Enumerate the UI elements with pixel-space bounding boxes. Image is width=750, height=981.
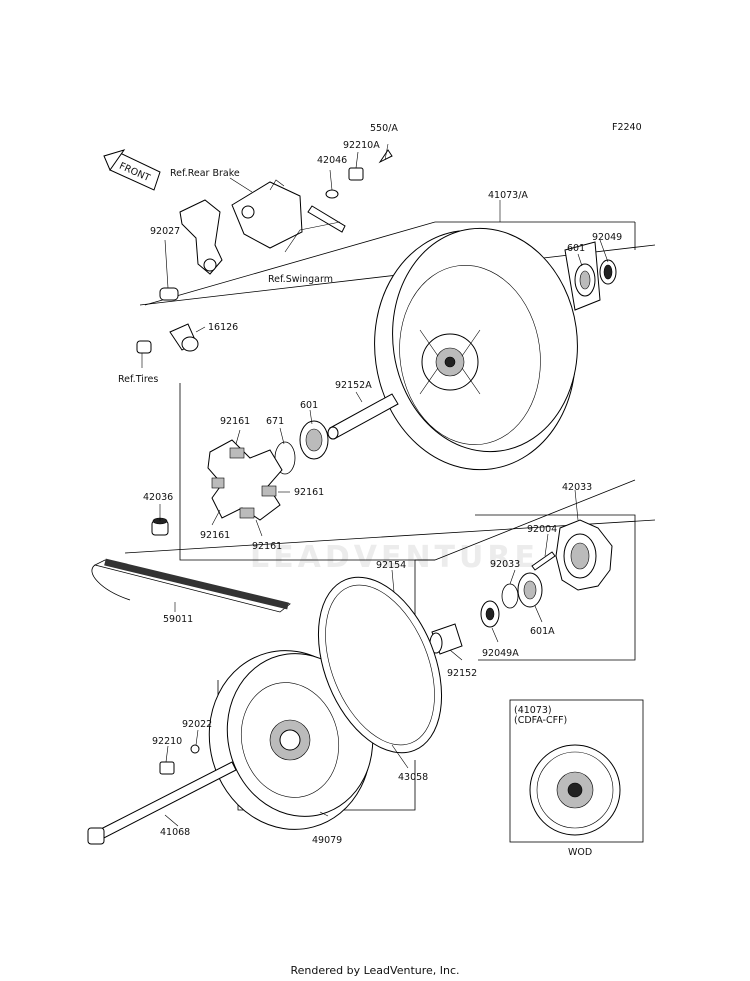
- label-ref-tires: Ref.Tires: [118, 374, 158, 385]
- rear-brake-bracket: [179, 179, 303, 275]
- label-601-mid: 601: [300, 400, 318, 411]
- label-92210: 92210: [152, 736, 182, 747]
- label-92027: 92027: [150, 226, 180, 237]
- label-59011: 59011: [163, 614, 193, 625]
- label-601-top: 601: [567, 243, 585, 254]
- circlip-92033: [501, 583, 519, 609]
- pulley-cover-43058: [317, 576, 443, 754]
- label-92152: 92152: [447, 668, 477, 679]
- leader-lines: [141, 143, 609, 827]
- seal-92049a: [480, 600, 500, 628]
- label-41073a: 41073/A: [488, 190, 528, 201]
- label-92161-a: 92161: [220, 416, 250, 427]
- label-92049: 92049: [592, 232, 622, 243]
- label-43058: 43058: [398, 772, 428, 783]
- inset-wod: WOD: [568, 847, 592, 858]
- watermark: LEADVENTURE: [250, 540, 539, 575]
- label-ref-rear-brake: Ref.Rear Brake: [170, 168, 240, 179]
- wheel-damper-92161: [207, 439, 283, 521]
- rear-wheel-rim: [374, 227, 601, 471]
- bearing-601-top: [574, 259, 617, 297]
- bearing-601a: [517, 572, 543, 608]
- rear-pulley-49079: [208, 650, 374, 830]
- label-42036: 42036: [143, 492, 173, 503]
- nut-92210: [159, 761, 175, 775]
- label-601a: 601A: [530, 626, 555, 637]
- label-92161-b: 92161: [294, 487, 324, 498]
- label-92033: 92033: [490, 559, 520, 570]
- label-550a: 550/A: [370, 123, 398, 134]
- label-92161-c: 92161: [200, 530, 230, 541]
- inset-ref: (41073): [514, 705, 552, 716]
- frame-upper: [144, 221, 636, 561]
- inset-box: [509, 699, 644, 843]
- footer-credit: Rendered by LeadVenture, Inc.: [290, 964, 460, 977]
- label-16126: 16126: [208, 322, 238, 333]
- label-92004: 92004: [527, 524, 557, 535]
- label-92049a: 92049A: [482, 648, 519, 659]
- sleeve-92152a: [327, 393, 399, 440]
- stud-92004: [531, 551, 556, 571]
- sprocket-hub-42033: [555, 519, 613, 591]
- collar-92152: [429, 623, 463, 655]
- frame-lower: [217, 514, 636, 811]
- label-41068: 41068: [160, 827, 190, 838]
- collar-42036: [151, 517, 169, 536]
- label-ref-swingarm: Ref.Swingarm: [268, 274, 333, 285]
- label-92161-d: 92161: [252, 541, 282, 552]
- bearing-601-mid: [299, 420, 329, 460]
- label-49079: 49079: [312, 835, 342, 846]
- label-92210a: 92210A: [343, 140, 380, 151]
- label-92152a: 92152A: [335, 380, 372, 391]
- drive-belt-59011: [91, 558, 291, 613]
- label-92022: 92022: [182, 719, 212, 730]
- label-42046: 42046: [317, 155, 347, 166]
- small-spacers: [136, 287, 199, 354]
- front-arrow-icon: FRONT: [103, 149, 161, 191]
- inset-model: (CDFA-CFF): [514, 715, 567, 726]
- label-671: 671: [266, 416, 284, 427]
- label-92154: 92154: [376, 560, 406, 571]
- axle-41068: [87, 761, 237, 845]
- washer-92022: [190, 744, 200, 754]
- label-42033: 42033: [562, 482, 592, 493]
- diagram-code: F2240: [612, 122, 642, 133]
